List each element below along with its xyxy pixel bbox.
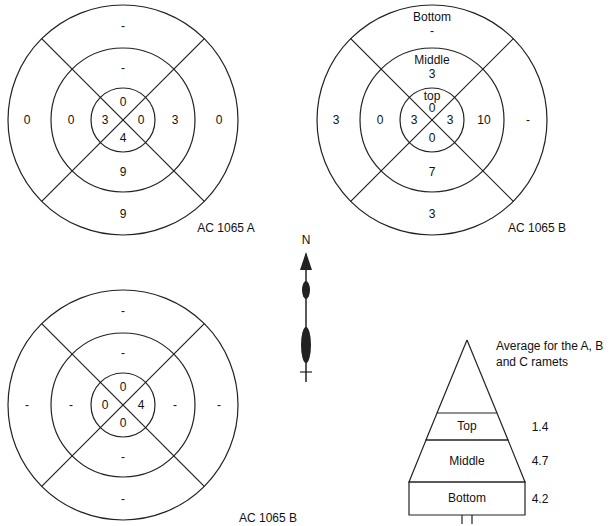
- value-label: 0: [120, 381, 127, 394]
- value-label: 0: [377, 114, 384, 127]
- value-label: -: [121, 62, 125, 75]
- value-label: -: [121, 305, 125, 318]
- value-label: -: [121, 451, 125, 464]
- value-label: AC 1065 A: [197, 222, 254, 235]
- value-label: 0: [68, 114, 75, 127]
- value-label: -: [25, 399, 29, 412]
- value-label: 0: [138, 114, 145, 127]
- band-label: Middle: [449, 455, 484, 468]
- value-label: -: [121, 347, 125, 360]
- value-label: AC 1065 B: [239, 512, 297, 525]
- band-label: Top: [457, 420, 476, 433]
- tree-band: Top: [426, 413, 508, 440]
- value-label: -: [526, 114, 530, 127]
- value-label: 0: [102, 399, 109, 412]
- tree-band: Bottom: [409, 482, 525, 515]
- value-label: N: [302, 234, 311, 247]
- value-label: 1.4: [532, 421, 549, 434]
- value-label: 0: [429, 132, 436, 145]
- value-label: 4: [138, 399, 145, 412]
- band-label: Bottom: [448, 492, 486, 505]
- value-label: 9: [120, 166, 127, 179]
- value-label: 3: [172, 114, 179, 127]
- value-label: 10: [477, 114, 490, 127]
- value-label: 0: [120, 417, 127, 430]
- north-arrow: [300, 252, 312, 382]
- value-label: Middle: [414, 54, 449, 67]
- value-label: 0: [24, 114, 31, 127]
- value-label: -: [430, 25, 434, 38]
- value-label: 4.7: [532, 455, 549, 468]
- value-label: -: [69, 399, 73, 412]
- value-label: 0: [216, 114, 223, 127]
- value-label: 4: [120, 132, 127, 145]
- value-label: 3: [102, 114, 109, 127]
- value-label: -: [173, 399, 177, 412]
- value-label: -: [121, 493, 125, 506]
- value-label: 0: [120, 96, 127, 109]
- value-label: 3: [411, 114, 418, 127]
- value-label: 7: [429, 166, 436, 179]
- value-label: 3: [429, 208, 436, 221]
- value-label: 0: [429, 102, 436, 115]
- value-label: AC 1065 B: [508, 222, 566, 235]
- value-label: Bottom: [413, 11, 451, 24]
- value-label: 3: [333, 114, 340, 127]
- value-label: 3: [429, 68, 436, 81]
- value-label: 4.2: [532, 493, 549, 506]
- tree-band: Middle: [409, 440, 525, 482]
- value-label: 9: [120, 208, 127, 221]
- note-text: Average for the A, B and C ramets: [496, 338, 615, 370]
- value-label: -: [217, 399, 221, 412]
- value-label: -: [121, 20, 125, 33]
- value-label: 3: [447, 114, 454, 127]
